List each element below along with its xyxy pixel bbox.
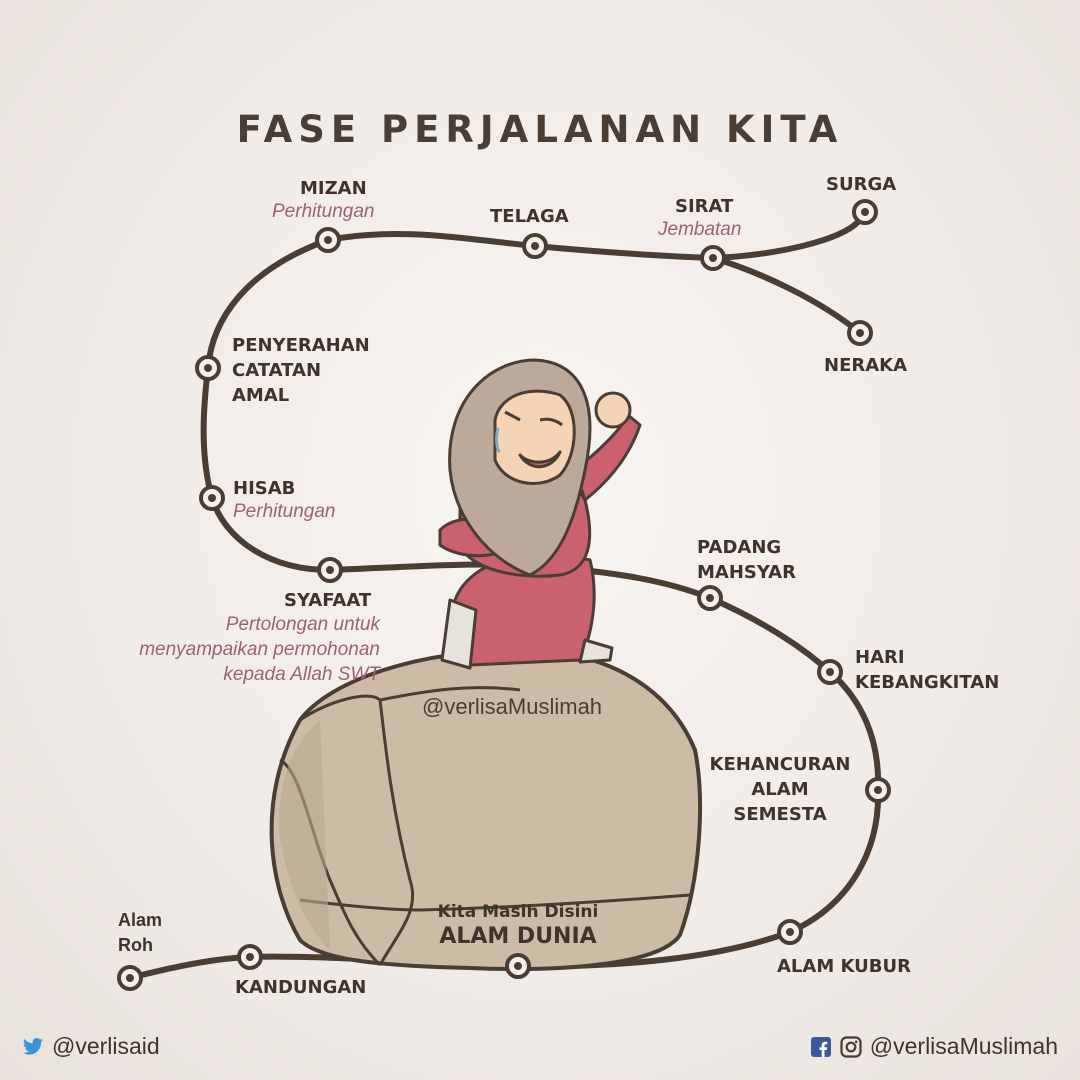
- label-padang-mahsyar: PADANG MAHSYAR: [697, 537, 796, 583]
- label-alam-dunia-caption: Kita Masih Disini: [437, 902, 599, 922]
- label-hisab-sub: Perhitungan: [233, 501, 336, 522]
- node-surga: [852, 199, 878, 225]
- node-telaga: [522, 233, 548, 259]
- twitter-bird-icon: [22, 1037, 44, 1055]
- label-telaga: TELAGA: [490, 206, 569, 227]
- node-alam-kubur: [777, 919, 803, 945]
- rock-illustration: [269, 647, 702, 972]
- watermark-handle: @verlisaMuslimah: [422, 694, 603, 719]
- label-syafaat-sub: Pertolongan untuk menyampaikan permohona…: [139, 614, 380, 685]
- facebook-icon: [810, 1036, 831, 1057]
- label-neraka: NERAKA: [824, 355, 908, 376]
- label-kehancuran: KEHANCURAN ALAM SEMESTA: [709, 754, 851, 825]
- label-sirat: SIRAT: [675, 196, 734, 217]
- label-surga: SURGA: [826, 174, 897, 195]
- node-syafaat: [317, 557, 343, 583]
- label-penyerahan: PENYERAHAN CATATAN AMAL: [232, 335, 370, 406]
- label-alam-roh: Alam Roh: [118, 910, 163, 955]
- station-nodes: [117, 199, 891, 991]
- social-handle: @verlisaMuslimah: [869, 1033, 1058, 1059]
- label-hisab: HISAB: [233, 478, 296, 499]
- node-alam-dunia: [505, 953, 531, 979]
- label-alam-kubur: ALAM KUBUR: [777, 956, 911, 977]
- node-neraka: [847, 320, 873, 346]
- label-mizan-sub: Perhitungan: [272, 201, 375, 222]
- node-hisab: [199, 485, 225, 511]
- footer-social[interactable]: @verlisaMuslimah: [810, 1033, 1058, 1060]
- node-kehancuran: [865, 777, 891, 803]
- footer-twitter[interactable]: @verlisaid: [22, 1033, 160, 1060]
- label-mizan: MIZAN: [300, 178, 367, 199]
- girl-illustration: [438, 358, 642, 670]
- twitter-handle: @verlisaid: [52, 1033, 160, 1059]
- instagram-icon: [840, 1035, 862, 1058]
- label-hari-kebangkitan: HARI KEBANGKITAN: [855, 647, 1000, 693]
- node-sirat: [700, 245, 726, 271]
- page-title: FASE PERJALANAN KITA: [236, 108, 844, 151]
- label-kandungan: KANDUNGAN: [235, 977, 367, 998]
- label-sirat-sub: Jembatan: [658, 219, 742, 240]
- node-hari-kebangkitan: [817, 659, 843, 685]
- label-syafaat: SYAFAAT: [284, 590, 372, 611]
- label-alam-dunia: ALAM DUNIA: [439, 924, 597, 949]
- node-mizan: [315, 227, 341, 253]
- node-kandungan: [237, 944, 263, 970]
- node-alam-roh: [117, 965, 143, 991]
- node-penyerahan: [195, 355, 221, 381]
- node-padang-mahsyar: [697, 585, 723, 611]
